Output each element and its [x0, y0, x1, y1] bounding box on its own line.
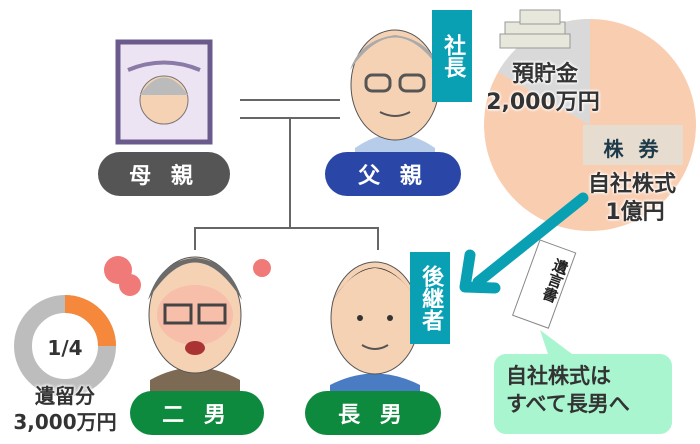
speech-bubble-tail [540, 330, 572, 354]
will-speech-bubble: 自社株式は すべて長男へ [494, 354, 672, 434]
label-second-son: 二 男 [130, 391, 264, 435]
savings-amount: 2,000万円 [486, 90, 600, 115]
stock-label: 自社株式 [587, 172, 676, 197]
father-face [350, 29, 440, 160]
will-document-icon [511, 239, 577, 329]
anger-icon [104, 256, 271, 296]
bubble-line-1: 自社株式は [506, 364, 611, 388]
eldest-son-face [330, 261, 420, 400]
arrow-icon [459, 192, 589, 294]
label-mother: 母 親 [98, 152, 230, 196]
reserved-share-fraction: 1/4 [47, 336, 83, 360]
bubble-line-2: すべて長男へ [506, 392, 630, 417]
label-father: 父 親 [325, 152, 461, 196]
money-icon [499, 9, 571, 49]
reserved-share-amount: 3,000万円 [13, 410, 117, 434]
second-son-face [148, 256, 242, 400]
stock-amount: 1億円 [605, 200, 665, 225]
stock-certificate-text: 株 券 [603, 137, 663, 161]
savings-label: 預貯金 [511, 62, 578, 87]
stock-certificate-icon [583, 125, 683, 165]
reserved-share-label: 遺留分 [35, 384, 95, 408]
tag-successor: 後継者 [410, 252, 450, 344]
tag-president: 社長 [432, 10, 472, 102]
reserved-share-slice [64, 295, 116, 347]
label-eldest-son: 長 男 [305, 391, 441, 435]
